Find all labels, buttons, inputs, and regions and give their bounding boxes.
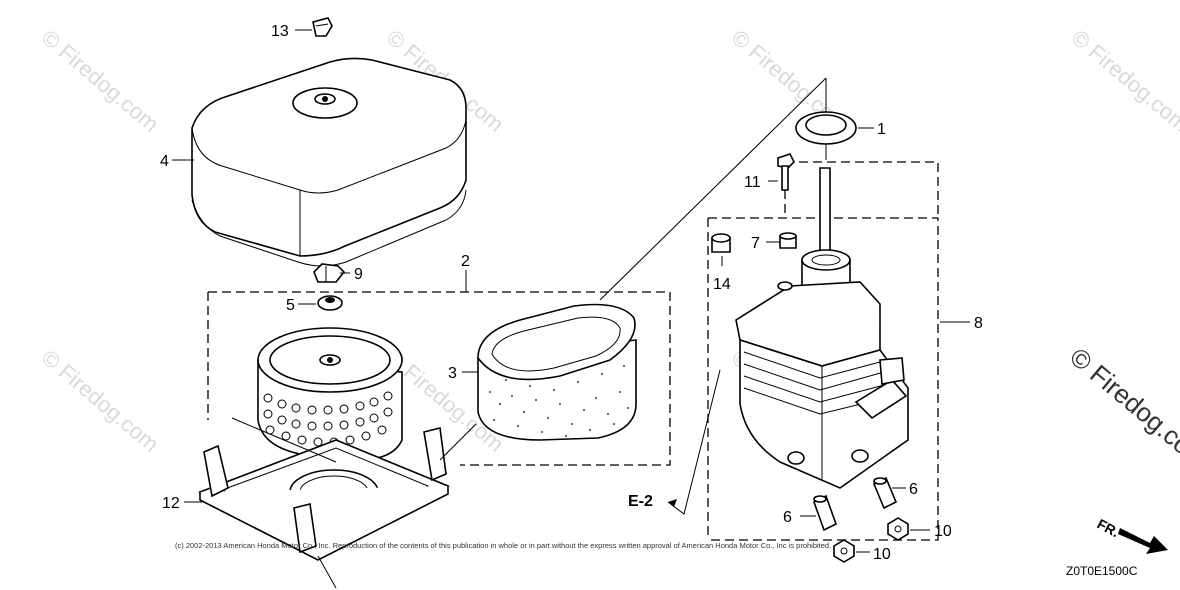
callout-14: 14 <box>713 276 731 293</box>
callout-7: 7 <box>751 235 760 252</box>
front-arrow: FR. <box>1095 516 1168 554</box>
collar-7 <box>779 232 797 249</box>
callout-10b: 10 <box>873 546 891 563</box>
callout-6a: 6 <box>909 481 918 498</box>
front-marker-label: FR. <box>1095 516 1122 541</box>
grommet-14 <box>711 233 731 253</box>
tube-6a <box>872 476 898 510</box>
nut-10a <box>887 517 909 541</box>
watermark-dark: © Firedog.com <box>1064 342 1180 475</box>
callout-1: 1 <box>877 121 886 138</box>
wing-nut-9 <box>313 263 346 283</box>
grommet-5 <box>317 295 343 311</box>
callout-4: 4 <box>160 153 169 170</box>
gasket-1 <box>795 111 857 145</box>
callout-6b: 6 <box>783 509 792 526</box>
callout-5: 5 <box>286 297 295 314</box>
reference-label: E-2 <box>628 493 653 510</box>
callout-13: 13 <box>271 23 289 40</box>
callout-12: 12 <box>162 495 180 512</box>
tube-6b <box>813 494 837 532</box>
callout-8: 8 <box>974 315 983 332</box>
air-cleaner-cover <box>191 57 467 267</box>
air-cleaner-base <box>198 427 450 561</box>
copyright-notice: (c) 2002-2013 American Honda Motor Co., … <box>175 541 831 550</box>
watermark-4: © Firedog.com <box>1067 25 1180 137</box>
watermark-5: © Firedog.com <box>37 345 164 457</box>
air-cleaner-element <box>257 327 403 461</box>
callout-9: 9 <box>354 266 363 283</box>
diagram-code: Z0T0E1500C <box>1066 564 1138 578</box>
callout-numbers: 13 4 9 5 2 3 12 1 11 7 14 8 6 6 10 10 <box>160 23 983 563</box>
watermark-1: © Firedog.com <box>37 25 164 137</box>
front-arrow-icon <box>1118 528 1168 554</box>
callout-2: 2 <box>461 253 470 270</box>
reference-e2: E-2 <box>628 369 721 515</box>
callout-11: 11 <box>744 174 761 191</box>
callout-leaders <box>172 29 970 553</box>
callout-10a: 10 <box>934 523 952 540</box>
callout-3: 3 <box>448 365 457 382</box>
intake-elbow-8 <box>735 167 909 489</box>
nut-10b <box>833 539 855 563</box>
foam-pre-cleaner <box>477 303 637 441</box>
clip-13 <box>312 17 333 37</box>
bolt-11 <box>777 153 795 191</box>
